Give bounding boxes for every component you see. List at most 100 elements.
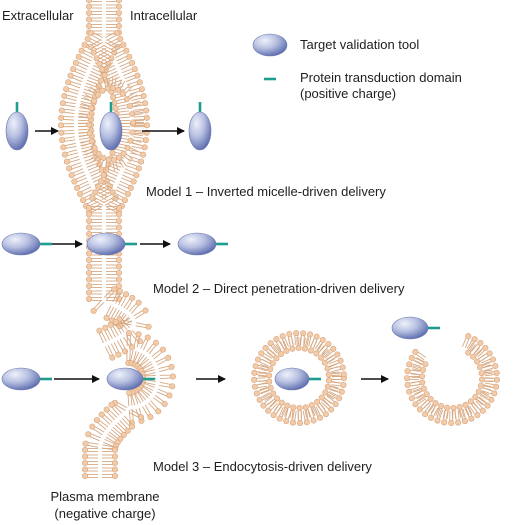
lipid xyxy=(279,339,290,354)
lipid xyxy=(104,345,116,361)
lipid xyxy=(105,205,123,212)
model1-label: Model 1 – Inverted micelle-driven delive… xyxy=(146,184,386,199)
lipid xyxy=(86,0,103,3)
lipid xyxy=(118,180,134,191)
lipid xyxy=(422,403,434,418)
lipid xyxy=(279,333,289,349)
lipid xyxy=(107,321,119,338)
lipid xyxy=(314,398,326,412)
lipid xyxy=(406,361,422,370)
lipid xyxy=(262,344,276,358)
lipid xyxy=(475,344,489,358)
lipid xyxy=(471,340,484,354)
lipid xyxy=(252,363,268,372)
lipid xyxy=(127,137,142,146)
lipid xyxy=(307,339,318,354)
lipid xyxy=(96,154,107,169)
lipid xyxy=(105,263,123,270)
lipid xyxy=(86,10,103,17)
lipid xyxy=(276,406,287,422)
lipid xyxy=(86,256,103,263)
lipid xyxy=(477,382,493,391)
lipid xyxy=(90,44,107,56)
lipid xyxy=(121,415,136,430)
lipid xyxy=(155,354,172,366)
extracellular-label: Extracellular xyxy=(2,8,74,23)
lipid xyxy=(89,166,105,177)
lipid xyxy=(267,395,281,408)
lipid xyxy=(86,211,103,218)
lipid xyxy=(86,22,103,29)
lipid xyxy=(98,411,113,425)
lipid xyxy=(325,377,341,384)
lipid xyxy=(100,172,117,183)
lipid xyxy=(66,162,83,172)
lipid xyxy=(481,356,496,367)
lipid xyxy=(281,402,291,417)
lipid xyxy=(421,396,434,409)
lipid xyxy=(295,336,302,352)
lipid xyxy=(105,10,123,17)
lipid xyxy=(103,305,115,321)
lipid xyxy=(102,324,113,341)
lipid xyxy=(112,288,123,304)
lipid xyxy=(128,155,145,165)
lipid xyxy=(117,291,130,307)
lipid xyxy=(472,393,486,406)
lipid xyxy=(318,394,332,407)
lipid xyxy=(108,401,122,416)
lipid xyxy=(329,386,345,395)
target-validation-tool xyxy=(5,111,29,151)
lipid xyxy=(125,162,142,172)
lipid xyxy=(289,410,297,426)
lipid xyxy=(124,144,139,155)
plasma-membrane-label-line1: Plasma membrane xyxy=(50,489,160,504)
lipid xyxy=(124,72,141,83)
lipid xyxy=(126,389,133,407)
lipid xyxy=(67,72,84,83)
lipid xyxy=(411,365,427,374)
lipid xyxy=(302,404,311,419)
lipid xyxy=(58,107,75,114)
lipid xyxy=(262,356,276,367)
lipid xyxy=(105,22,123,29)
lipid xyxy=(86,263,103,270)
lipid xyxy=(85,431,102,442)
lipid xyxy=(127,100,142,110)
legend-tool-label: Target validation tool xyxy=(300,37,420,52)
model2-label: Model 2 – Direct penetration-driven deli… xyxy=(153,281,405,296)
lipid xyxy=(103,166,119,177)
lipid xyxy=(324,363,339,372)
lipid xyxy=(414,357,429,368)
lipid xyxy=(258,378,273,386)
lipid xyxy=(78,47,95,59)
lipid xyxy=(474,353,488,365)
lipid xyxy=(89,150,102,163)
lipid xyxy=(101,453,119,460)
lipid xyxy=(133,331,142,348)
lipid xyxy=(92,189,108,201)
lipid xyxy=(77,121,93,128)
lipid xyxy=(462,333,472,348)
lipid xyxy=(107,35,124,47)
lipid xyxy=(142,404,154,421)
lipid xyxy=(82,472,99,479)
lipid xyxy=(412,395,427,408)
lipid xyxy=(300,330,307,346)
lipid xyxy=(318,348,331,361)
lipid xyxy=(105,16,123,23)
lipid xyxy=(115,154,127,168)
lipid xyxy=(105,256,123,263)
lipid xyxy=(126,79,143,89)
lipid xyxy=(259,363,274,373)
lipid xyxy=(265,400,278,414)
lipid xyxy=(406,386,422,395)
lipid xyxy=(110,41,127,53)
molecules xyxy=(1,33,440,391)
lipid xyxy=(111,97,128,106)
lipid xyxy=(434,408,444,424)
plasma-membrane-label-line2: (negative charge) xyxy=(54,506,156,521)
lipid xyxy=(105,276,123,283)
lipid xyxy=(330,364,346,373)
lipid xyxy=(59,136,76,144)
